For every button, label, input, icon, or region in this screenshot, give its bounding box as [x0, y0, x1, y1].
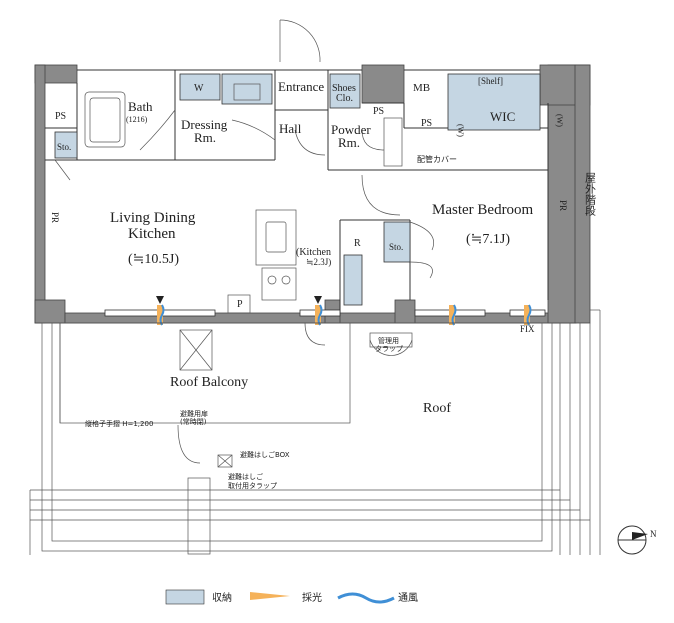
legend-light-label: 採光	[302, 591, 322, 604]
w-label: W	[194, 83, 204, 94]
storage-areas	[54, 73, 541, 306]
compass-icon: N	[617, 525, 657, 555]
powder-label-2: Rm.	[338, 135, 360, 150]
fix-label: FIX	[520, 324, 535, 334]
room-labels: Bath (1216) Dressing Rm. W Entrance Shoe…	[50, 76, 597, 490]
ps-label-3: PS	[421, 118, 432, 129]
hall-label: Hall	[279, 121, 302, 136]
kanri-label-2: タラップ	[375, 344, 403, 353]
shoes-label: Shoes	[332, 83, 356, 94]
legend: 収納 採光 通風	[165, 589, 418, 605]
balcony-roof-outline	[29, 309, 601, 555]
master-size-label: (≒7.1J)	[466, 232, 510, 247]
ldk-label: Living Dining	[110, 210, 196, 226]
shelf-label: [Shelf]	[478, 76, 503, 86]
bath-label: Bath	[128, 99, 153, 114]
master-label: Master Bedroom	[432, 202, 534, 218]
doors	[54, 19, 434, 356]
shoes-label-2: Clo.	[336, 93, 353, 104]
p-label: P	[237, 299, 243, 310]
roof-label: Roof	[423, 401, 451, 416]
r-label: R	[354, 238, 361, 249]
legend-storage-label: 収納	[212, 591, 232, 604]
pipe-cover-label: 配管カバー	[417, 154, 457, 164]
windows	[104, 309, 546, 317]
ps-label-2: PS	[373, 106, 384, 117]
railing-label: 縦格子手摺 H=1,200	[85, 419, 153, 428]
ps-label-1: PS	[55, 111, 66, 122]
escape-ladder-label: 避難はしご	[228, 472, 263, 481]
sto-right-label: Sto.	[389, 242, 403, 252]
light-vent-indicators	[156, 296, 532, 326]
entrance-label: Entrance	[278, 79, 324, 94]
powder-label: Powder	[331, 122, 371, 137]
pr-right-label: PR	[558, 200, 568, 211]
bath-size-label: (1216)	[126, 115, 148, 124]
legend-light-swatch	[250, 592, 290, 600]
ldk-size-label: (≒10.5J)	[128, 252, 179, 267]
escape-door-label-2: (常時閉)	[180, 417, 207, 426]
kitchen-size-label: ≒2.3J)	[306, 257, 331, 267]
legend-ventilation-label: 通風	[398, 592, 418, 604]
roof-balcony-label: Roof Balcony	[170, 375, 248, 390]
escape-door-label: 避難用扉	[180, 409, 208, 418]
outdoor-stairs-label: 屋外階段	[584, 172, 597, 217]
compass-north-label: N	[650, 529, 657, 539]
dressing-label-2: Rm.	[194, 130, 216, 145]
wic-w-right-label: (W)	[555, 114, 564, 127]
pr-left-label: PR	[50, 212, 60, 223]
legend-storage-swatch	[165, 589, 205, 605]
ldk-label-2: Kitchen	[128, 226, 176, 242]
escape-ladder-box-label: 避難はしごBOX	[240, 450, 290, 459]
wic-label: WIC	[490, 109, 515, 124]
mb-label: MB	[413, 82, 430, 94]
dressing-label: Dressing	[181, 117, 228, 132]
wic-w-left-label: (W)	[456, 124, 465, 137]
kitchen-label: (Kitchen	[296, 247, 331, 258]
legend-ventilation-swatch	[337, 592, 395, 604]
escape-ladder-label-2: 取付用タラップ	[228, 481, 277, 490]
sto-left-label: Sto.	[57, 142, 71, 152]
fixtures	[84, 83, 403, 314]
kanri-label: 管理用	[378, 336, 399, 345]
